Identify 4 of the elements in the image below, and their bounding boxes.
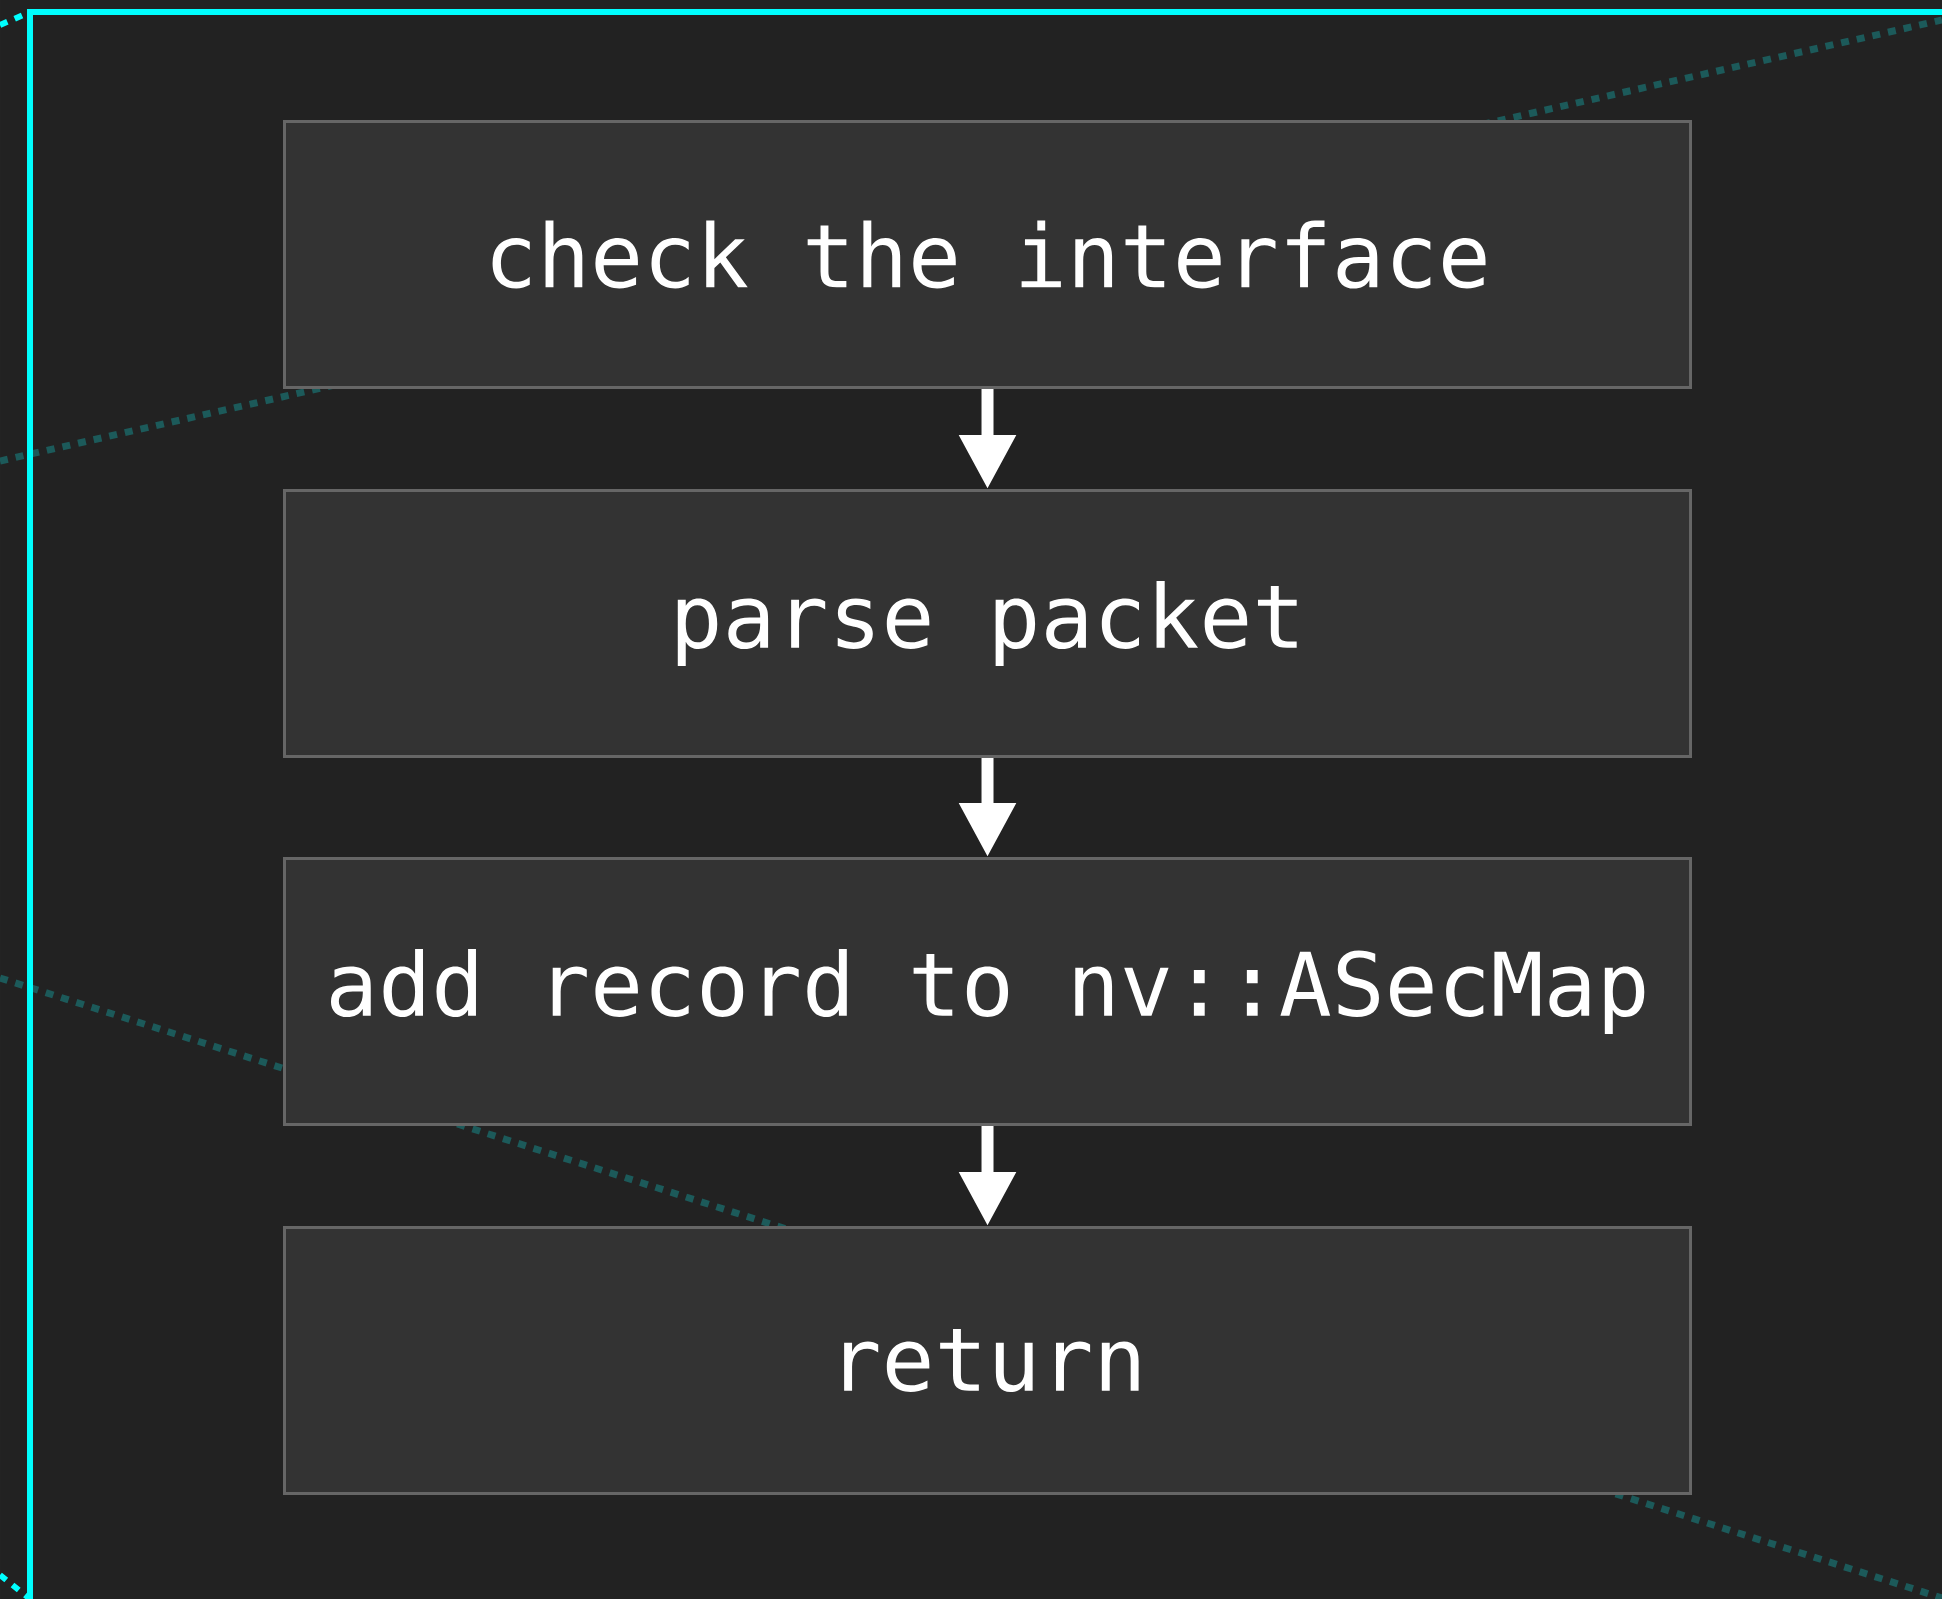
process-box: check the interface xyxy=(283,120,1692,389)
process-box: add record to nv::ASecMap xyxy=(283,857,1692,1126)
process-box: parse packet xyxy=(283,489,1692,758)
process-box: return xyxy=(283,1226,1692,1495)
